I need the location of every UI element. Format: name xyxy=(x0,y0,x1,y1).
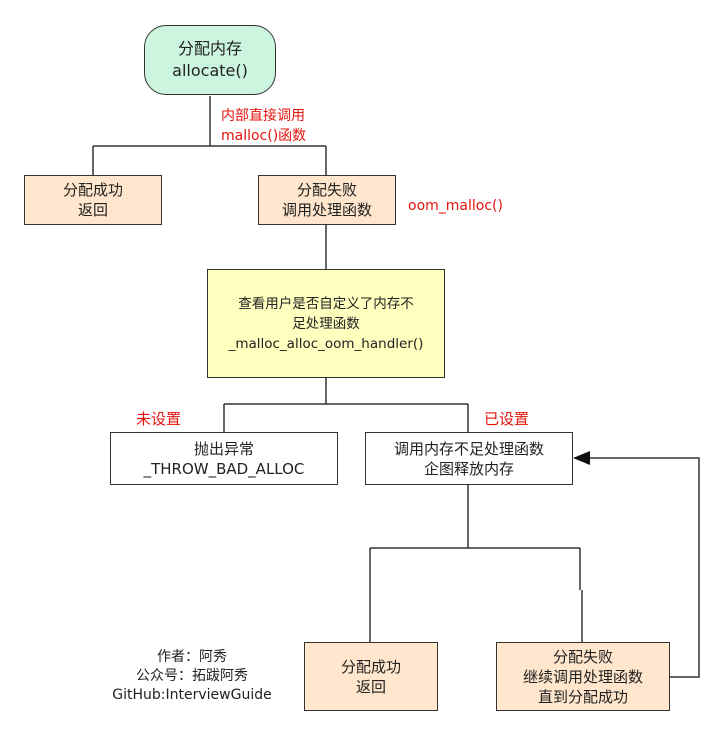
node-allocate-func: allocate() xyxy=(172,61,248,80)
label-oom-malloc: oom_malloc() xyxy=(408,198,503,214)
node-success-2-line2: 返回 xyxy=(355,677,386,696)
credit-block: 作者：阿秀 公众号：拓跋阿秀 GitHub:InterviewGuide xyxy=(92,648,292,705)
connector-handler-branch xyxy=(369,485,583,642)
node-fail-1: 分配失败 调用处理函数 xyxy=(258,175,396,225)
node-check-line1: 查看用户是否自定义了内存不 xyxy=(238,295,414,312)
label-malloc: 内部直接调用 malloc()函数 xyxy=(221,106,306,146)
node-call-handler-line1: 调用内存不足处理函数 xyxy=(393,439,544,458)
connector-allocate-branch xyxy=(92,96,327,175)
node-fail-2: 分配失败 继续调用处理函数 直到分配成功 xyxy=(496,642,670,711)
node-fail-2-line1: 分配失败 xyxy=(552,647,613,666)
label-malloc-line2: malloc()函数 xyxy=(221,128,307,144)
credit-wechat: 公众号：拓跋阿秀 xyxy=(136,668,248,684)
node-throw-line1: 抛出异常 xyxy=(193,439,254,458)
node-call-handler: 调用内存不足处理函数 企图释放内存 xyxy=(365,432,573,485)
node-fail-1-line1: 分配失败 xyxy=(296,181,357,199)
node-success-1-line2: 返回 xyxy=(77,201,108,219)
node-fail-2-line3: 直到分配成功 xyxy=(537,687,628,706)
label-set: 已设置 xyxy=(484,410,530,428)
label-not-set: 未设置 xyxy=(136,410,182,428)
node-check-handler: 查看用户是否自定义了内存不 足处理函数 _malloc_alloc_oom_ha… xyxy=(207,269,445,378)
credit-author: 作者：阿秀 xyxy=(157,649,227,665)
label-malloc-line1: 内部直接调用 xyxy=(221,108,305,124)
node-check-line3: _malloc_alloc_oom_handler() xyxy=(228,335,424,352)
node-success-1-line1: 分配成功 xyxy=(62,181,123,199)
node-success-2: 分配成功 返回 xyxy=(304,642,438,711)
connector-check-branch xyxy=(223,378,469,432)
node-success-1: 分配成功 返回 xyxy=(24,175,162,225)
node-allocate: 分配内存 allocate() xyxy=(144,25,276,95)
node-call-handler-line2: 企图释放内存 xyxy=(423,459,514,478)
node-fail-2-line2: 继续调用处理函数 xyxy=(522,667,643,686)
node-throw-exception: 抛出异常 _THROW_BAD_ALLOC xyxy=(110,432,338,485)
node-fail-1-line2: 调用处理函数 xyxy=(281,201,372,219)
retry-arrowhead xyxy=(573,451,590,465)
node-success-2-line1: 分配成功 xyxy=(340,657,401,676)
node-allocate-title: 分配内存 xyxy=(177,39,242,58)
credit-github: GitHub:InterviewGuide xyxy=(112,687,272,703)
node-check-line2: 足处理函数 xyxy=(292,315,360,332)
connector-retry-loop xyxy=(590,457,700,678)
node-throw-line2: _THROW_BAD_ALLOC xyxy=(143,459,305,478)
